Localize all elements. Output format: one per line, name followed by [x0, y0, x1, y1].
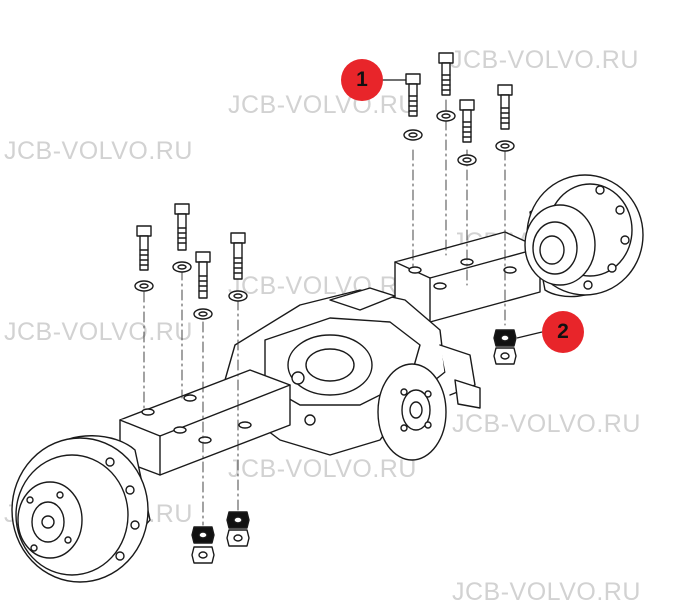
washer [193, 308, 213, 320]
watermark: JCB-VOLVO.RU [228, 91, 417, 119]
watermark: JCB-VOLVO.RU [452, 578, 641, 606]
bolt [438, 52, 454, 96]
washer [436, 110, 456, 122]
watermark: JCB-VOLVO.RU [452, 410, 641, 438]
input-flange [377, 363, 481, 461]
left-wheel-hub [11, 435, 151, 583]
callout-2[interactable]: 2 [542, 311, 584, 353]
nut [191, 526, 215, 544]
bolt [405, 73, 421, 117]
watermark: JCB-VOLVO.RU [4, 318, 193, 346]
bolt [174, 203, 190, 251]
nut [191, 546, 215, 564]
bolt [497, 84, 513, 130]
left-axle-beam [119, 369, 291, 476]
nut [493, 347, 517, 365]
washer [172, 261, 192, 273]
assembly-centerlines [143, 99, 506, 526]
callout-2-label: 2 [557, 320, 569, 343]
watermark: JCB-VOLVO.RU [4, 137, 193, 165]
bolt [136, 225, 152, 271]
washer [495, 140, 515, 152]
bolt [459, 99, 475, 143]
watermark: JCB-VOLVO.RU [450, 46, 639, 74]
bolt [195, 251, 211, 299]
washer [457, 154, 477, 166]
bolt [230, 232, 246, 280]
nut [226, 529, 250, 547]
nut [226, 511, 250, 529]
watermark: JCB-VOLVO.RU [228, 455, 417, 483]
callout-leaders [382, 79, 543, 339]
right-wheel-hub [524, 174, 644, 298]
washer [134, 280, 154, 292]
right-axle-beam [394, 231, 541, 323]
nut [493, 329, 517, 347]
callout-1[interactable]: 1 [341, 59, 383, 101]
washer [228, 290, 248, 302]
callout-1-label: 1 [356, 68, 368, 91]
washer [403, 129, 423, 141]
